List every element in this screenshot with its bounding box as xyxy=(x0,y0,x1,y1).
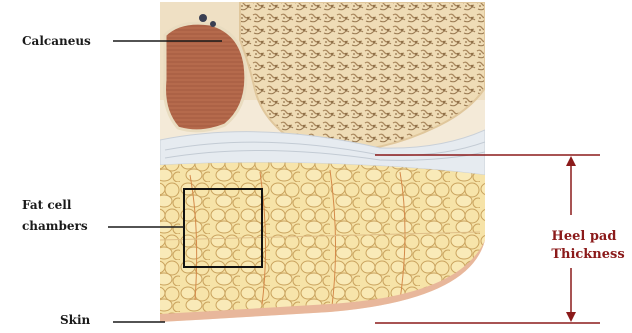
skin-label: Skin xyxy=(60,313,90,328)
fat-cell-label-line1: Fat cell xyxy=(22,198,71,213)
arrow-head-down xyxy=(566,312,576,322)
heel-pad-label-line1: Heel pad xyxy=(545,228,623,245)
calcaneus-label: Calcaneus xyxy=(22,34,91,49)
arrow-head-up xyxy=(566,156,576,166)
muscle-tissue xyxy=(165,23,246,131)
fat-cell-label-line2: chambers xyxy=(22,219,88,234)
heel-pad-label-line2: Thickness xyxy=(545,246,631,263)
tissue-cross-section xyxy=(150,0,490,329)
fat-pad xyxy=(160,163,485,319)
